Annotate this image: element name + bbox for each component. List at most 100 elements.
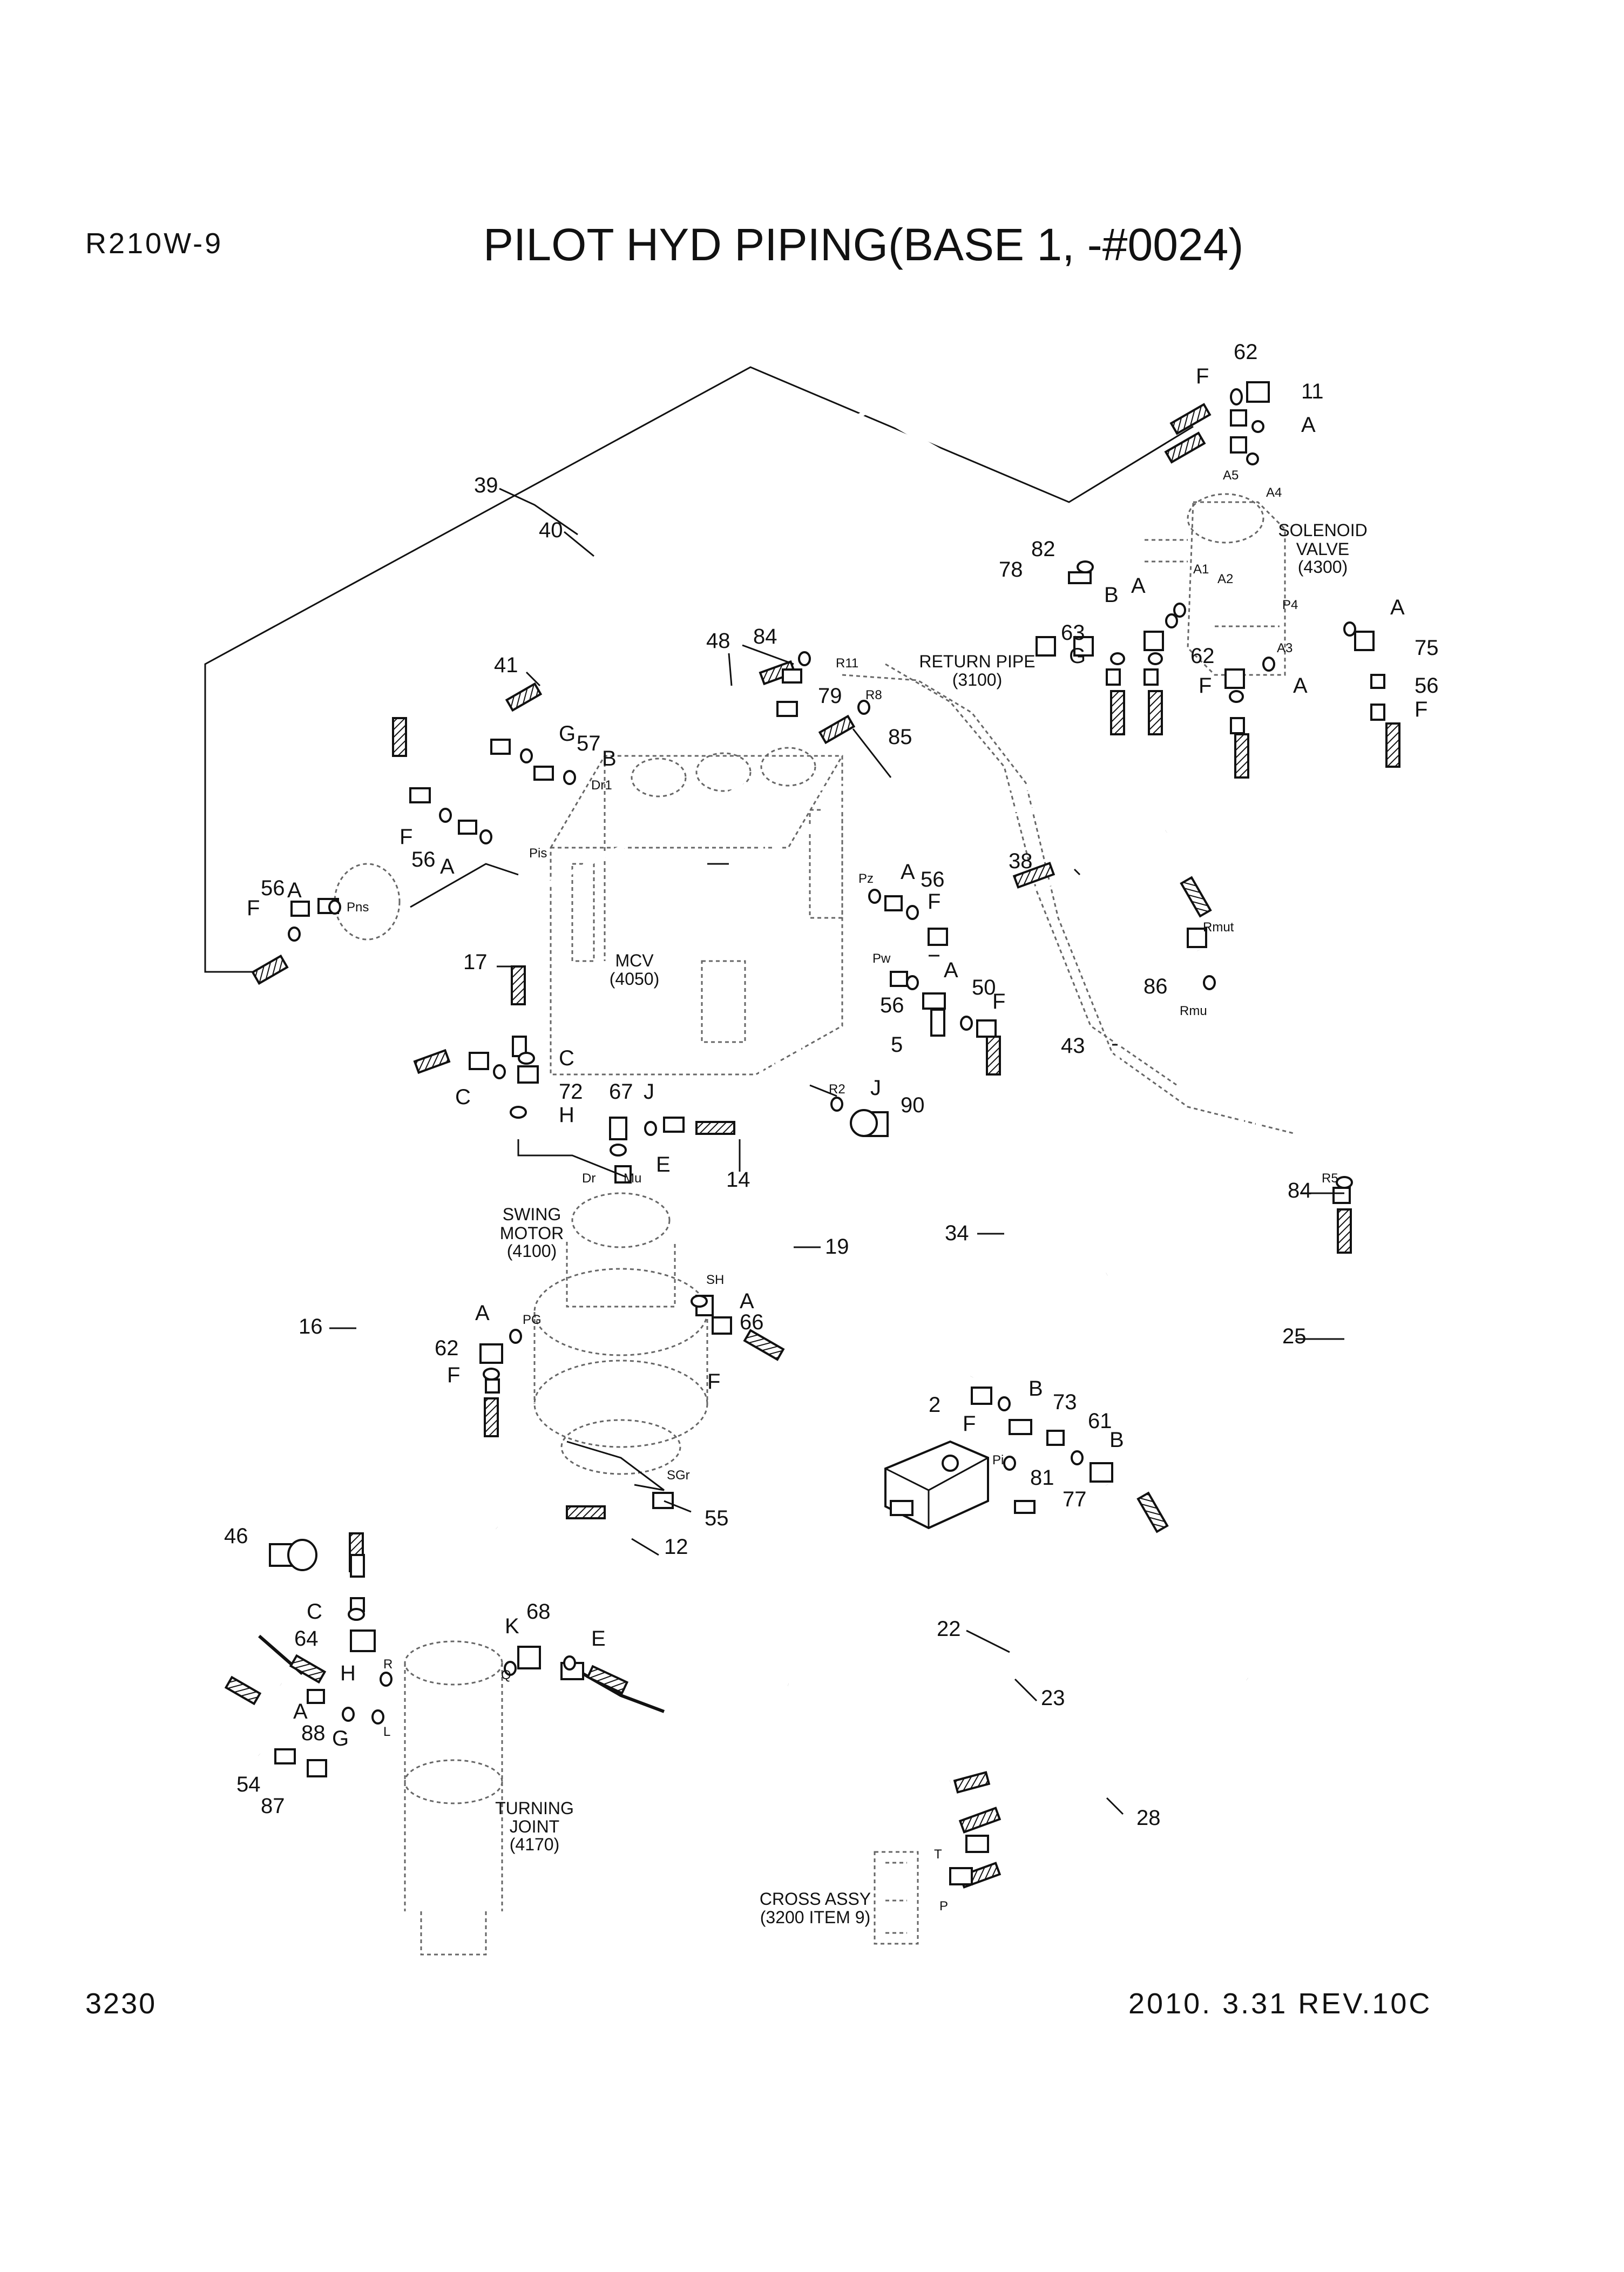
- hose-22-23: [192, 756, 1244, 1756]
- mcv-label-1: MCV: [615, 951, 654, 970]
- swing-motor-label-3: (4100): [507, 1241, 557, 1261]
- port-label: Pw: [872, 951, 891, 966]
- solenoid-valve-label-2: VALVE: [1296, 539, 1349, 559]
- turning-joint-label-1: TURNING: [495, 1798, 574, 1818]
- callout: 54: [236, 1773, 261, 1796]
- callout: C: [559, 1046, 574, 1070]
- callout: A: [293, 1700, 308, 1723]
- callout: F: [928, 890, 940, 914]
- port-label: Dr: [582, 1171, 596, 1186]
- callout: 63: [1061, 621, 1085, 645]
- port-label: Rmu: [1180, 1004, 1207, 1018]
- callout: G: [1069, 644, 1086, 668]
- callout: 56: [880, 993, 904, 1017]
- callout: 66: [740, 1310, 764, 1334]
- cross-assy-label-1: CROSS ASSY: [760, 1889, 871, 1909]
- callout: 62: [435, 1336, 459, 1360]
- cross-assy-label-2: (3200 ITEM 9): [760, 1908, 871, 1927]
- mcv-body: [550, 747, 843, 1076]
- callout: 19: [825, 1235, 849, 1259]
- callout: F: [992, 990, 1005, 1013]
- callout: 86: [1143, 975, 1168, 998]
- solenoid-valve-label-1: SOLENOID: [1278, 520, 1367, 540]
- callout: 77: [1063, 1487, 1087, 1511]
- hose-38: [932, 829, 1168, 946]
- callout: 11: [1301, 380, 1324, 403]
- hose-16: [354, 1056, 476, 1566]
- port-label: Mu: [624, 1171, 641, 1186]
- port-label: A5: [1223, 468, 1239, 483]
- callout: 50: [972, 976, 996, 999]
- turning-joint-label-3: (4170): [510, 1835, 560, 1854]
- swing-motor-label-2: MOTOR: [500, 1223, 564, 1243]
- callout: 41: [494, 653, 518, 677]
- callout: 81: [1030, 1466, 1054, 1490]
- callout: E: [591, 1627, 606, 1651]
- hose-12: [489, 1393, 665, 1536]
- turning-joint-label-2: JOINT: [510, 1817, 559, 1836]
- callout: 57: [577, 732, 601, 755]
- callout: F: [707, 1370, 720, 1394]
- callout: F: [963, 1412, 976, 1436]
- callout: A: [1293, 674, 1308, 698]
- callout: A: [1301, 413, 1316, 437]
- hose-23-lower: [230, 745, 1260, 1720]
- valve-block-2: [884, 1440, 989, 1530]
- callout: 61: [1088, 1409, 1112, 1433]
- port-label: SH: [706, 1273, 724, 1287]
- return-pipe-label-1: RETURN PIPE: [919, 652, 1035, 671]
- callout: C: [455, 1085, 471, 1109]
- callout: 75: [1415, 636, 1439, 660]
- callout: 14: [726, 1168, 750, 1192]
- hose-40: [397, 408, 1189, 799]
- hose-34: [970, 1036, 1006, 1378]
- port-label: Rmut: [1203, 920, 1234, 935]
- callout: 82: [1031, 537, 1055, 561]
- solenoid-valve-body: [1145, 493, 1286, 676]
- port-label: R5: [1322, 1171, 1338, 1186]
- callout: 68: [526, 1600, 551, 1624]
- callout: 56: [411, 848, 436, 871]
- callout: 87: [261, 1794, 285, 1818]
- callout: H: [340, 1661, 356, 1685]
- callout: 43: [1061, 1034, 1085, 1058]
- callout: B: [602, 747, 617, 770]
- callout: 73: [1053, 1390, 1077, 1414]
- callout: G: [559, 722, 576, 746]
- turning-joint-body: [404, 1640, 503, 1956]
- revision-date: 2010. 3.31 REV.10C: [1128, 1987, 1432, 2020]
- callout: A: [440, 855, 455, 878]
- port-label: L: [383, 1725, 390, 1739]
- callout: K: [505, 1614, 519, 1638]
- callout: F: [1199, 674, 1212, 698]
- callout: 40: [539, 518, 563, 542]
- callout: 22: [937, 1617, 961, 1641]
- callout: 90: [901, 1093, 925, 1117]
- callout: 56: [921, 868, 945, 891]
- callout: J: [644, 1080, 654, 1104]
- o-rings: [288, 388, 1356, 1725]
- callout: 46: [224, 1524, 248, 1548]
- return-pipe-body: [842, 663, 1296, 1135]
- swing-motor-label-1: SWING: [503, 1205, 561, 1224]
- port-label: Pz: [858, 871, 874, 886]
- callout: 39: [474, 474, 498, 497]
- callout: A: [740, 1289, 754, 1313]
- callout: F: [1415, 698, 1427, 721]
- hose-crimps: [224, 403, 1400, 1889]
- callout: 84: [753, 625, 777, 648]
- model-code: R210W-9: [85, 227, 224, 260]
- callout: 55: [705, 1506, 729, 1530]
- callout: 34: [945, 1221, 969, 1245]
- hose-17-and-14: [516, 780, 763, 1131]
- callout: 56: [1415, 674, 1439, 698]
- callout: A: [1131, 574, 1146, 598]
- callout: 28: [1136, 1806, 1161, 1830]
- callout: F: [247, 896, 260, 920]
- port-label: Pi: [992, 1453, 1004, 1468]
- leader-lines: [329, 488, 1344, 1815]
- callout: 38: [1009, 849, 1033, 873]
- hose-41: [495, 678, 773, 747]
- callout-labels: 62 F 11 A 39 40 82 78 B A A 75 63 G 62 F…: [224, 340, 1439, 1830]
